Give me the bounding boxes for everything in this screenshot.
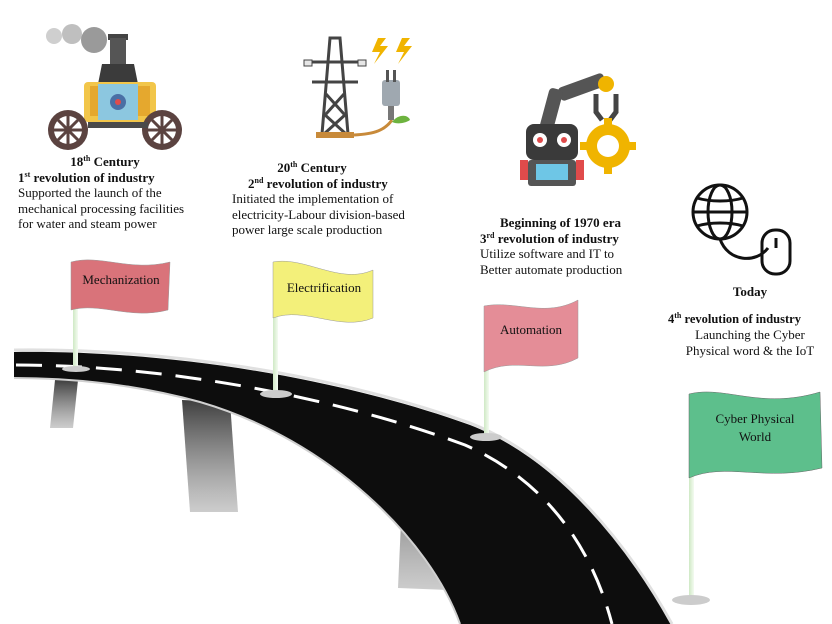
stage-3-text: Beginning of 1970 era 3rd revolution of … <box>480 215 670 277</box>
stage-2-era: 20th Century <box>277 160 347 175</box>
robot-arm-icon <box>520 73 636 186</box>
stage-3-desc-line: Utilize software and IT to <box>480 246 615 261</box>
flag-label-line: World <box>738 429 772 444</box>
flag-label-line: Cyber Physical <box>715 411 795 426</box>
stage-4-revolution: 4th revolution of industry <box>668 310 801 326</box>
stage-1-revolution: 1st revolution of industry <box>18 169 155 185</box>
stage-1-text: 18th Century 1st revolution of industry … <box>18 154 218 232</box>
flag-automation <box>470 299 579 441</box>
stage-2-revolution: 2nd revolution of industry <box>248 175 388 191</box>
stage-4-desc-line: Launching the Cyber <box>695 327 805 342</box>
stage-2-desc-line: power large scale production <box>232 222 383 237</box>
flag-mechanization <box>62 259 171 372</box>
stage-3-desc-line: Better automate production <box>480 261 623 277</box>
stage-3-era: Beginning of 1970 era <box>500 215 621 230</box>
globe-mouse-icon <box>691 183 792 276</box>
flag-electrification <box>260 260 374 398</box>
flag-label-cyber-physical-world: Cyber Physical World <box>690 410 820 446</box>
stage-4-era: Today <box>732 284 768 299</box>
stage-1-era: 18th Century <box>70 154 140 169</box>
stage-4-desc-line: Physical word & the IoT <box>685 342 815 358</box>
stage-2-desc-line: Initiated the implementation of <box>232 191 394 206</box>
steam-engine-icon <box>46 24 182 150</box>
flag-label-electrification: Electrification <box>286 280 362 295</box>
stage-2-text: 20th Century 2nd revolution of industry … <box>232 160 432 238</box>
stage-1-desc-line: Supported the launch of the <box>18 185 162 200</box>
stage-3-revolution: 3rd revolution of industry <box>480 230 619 246</box>
flag-label-mechanization: Mechanization <box>82 272 160 287</box>
stage-4-text: Today 4th revolution of industry Launchi… <box>668 284 832 358</box>
stage-1-desc-line: for water and steam power <box>18 216 157 231</box>
flag-cyber-physical-world <box>672 391 823 605</box>
road <box>13 348 674 624</box>
power-tower-plug-icon <box>303 36 412 138</box>
flag-label-automation: Automation <box>499 322 563 337</box>
stage-1-desc-line: mechanical processing facilities <box>18 200 185 216</box>
stage-2-desc-line: electricity-Labour division-based <box>232 206 405 222</box>
